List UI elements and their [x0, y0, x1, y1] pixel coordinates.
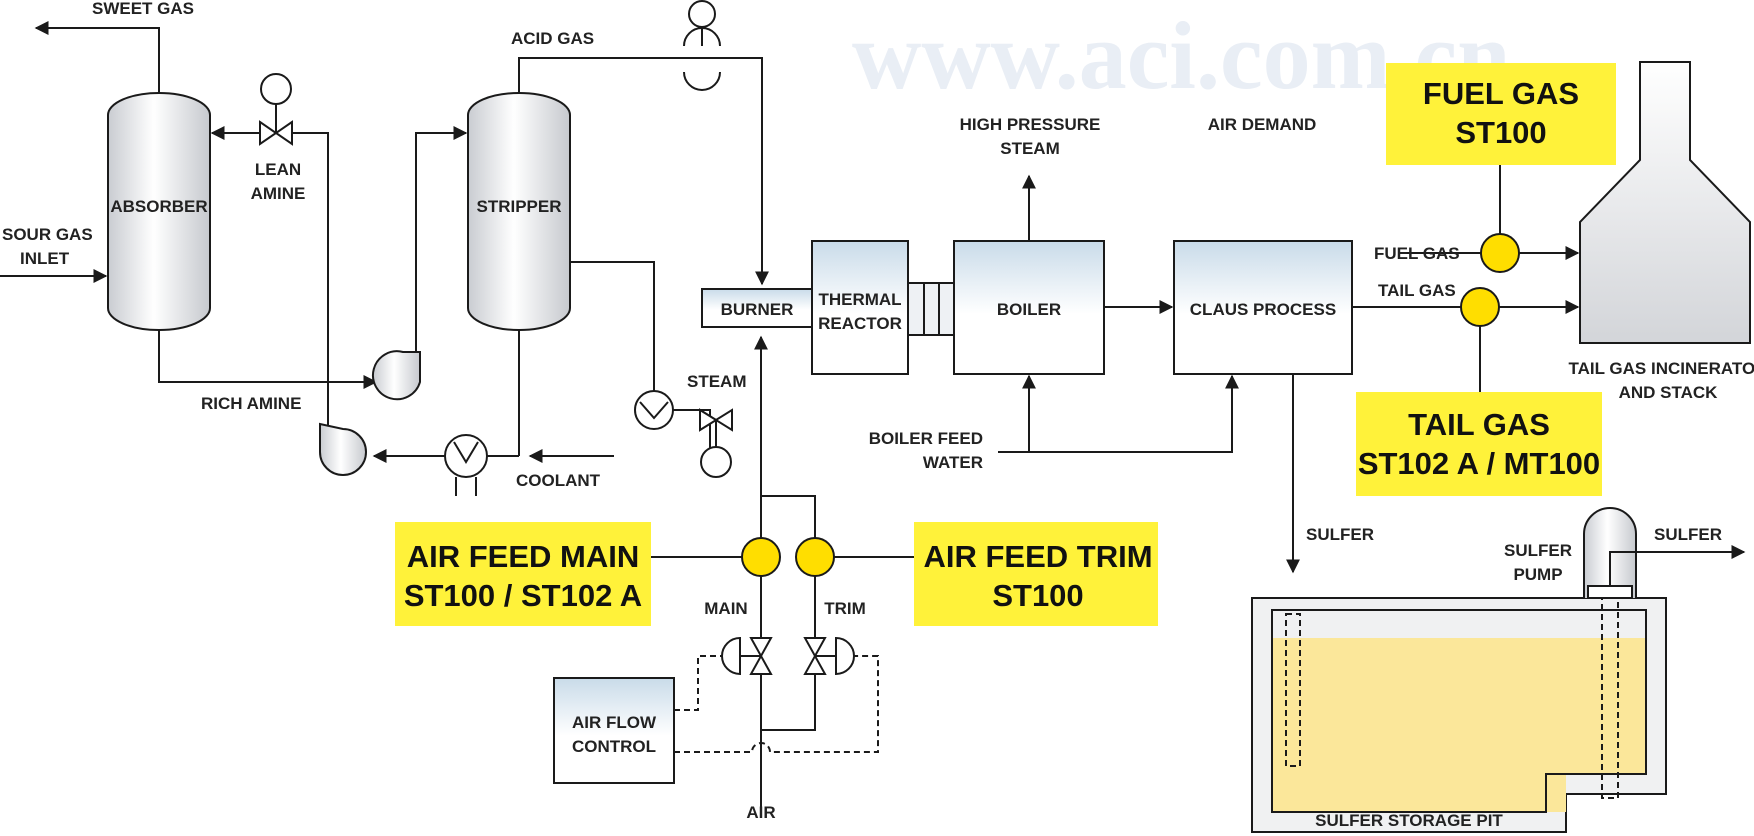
air-main-callout-line1: AIR FEED MAIN: [407, 539, 640, 574]
lean-amine-valve-icon: [259, 73, 293, 146]
bfw-label-1: BOILER FEED: [869, 429, 983, 448]
fuel-gas-callout[interactable]: FUEL GAS ST100: [1386, 63, 1616, 165]
rich-amine-line: [158, 330, 378, 389]
air-trim-callout-line2: ST100: [992, 578, 1083, 613]
tail-gas-label: TAIL GAS: [1378, 281, 1456, 300]
lean-amine-line-a: [292, 132, 329, 436]
lean-label-2: AMINE: [251, 184, 306, 203]
absorber-label: ABSORBER: [110, 197, 207, 216]
fuel-gas-label: FUEL GAS: [1374, 244, 1460, 263]
fuel-gas-sensor[interactable]: [1480, 233, 1520, 273]
reboiler-heat-exchanger-icon: [634, 390, 674, 430]
acid-gas-flow-element-icon: [683, 0, 721, 91]
fuel-gas-callout-line2: ST100: [1455, 115, 1546, 150]
tail-gas-callout-line1: TAIL GAS: [1408, 407, 1550, 442]
hp-steam-label-1: HIGH PRESSURE: [960, 115, 1101, 134]
claus-label: CLAUS PROCESS: [1190, 300, 1336, 319]
boiler-box: [953, 240, 1105, 375]
bfw-label-2: WATER: [923, 453, 983, 472]
control-signal-trim: [674, 655, 879, 753]
sulfer-label: SULFER: [1306, 525, 1374, 544]
air-flow-label-1: AIR FLOW: [572, 713, 657, 732]
sour-gas-label-2: INLET: [20, 249, 70, 268]
storage-pit-label: SULFER STORAGE PIT: [1315, 811, 1503, 830]
bfw-to-claus-line: [998, 374, 1239, 453]
air-flow-label-2: CONTROL: [572, 737, 656, 756]
air-label: AIR: [746, 803, 775, 822]
tail-gas-callout-line2: ST102 A / MT100: [1358, 446, 1600, 481]
air-demand-label: AIR DEMAND: [1208, 115, 1317, 134]
thermal-label-1: THERMAL: [818, 290, 901, 309]
steam-valve-icon: [699, 408, 733, 478]
steam-line: [673, 409, 711, 450]
reboiler-line: [570, 261, 655, 392]
sweet-gas-line: [34, 21, 160, 93]
main-label: MAIN: [704, 599, 747, 618]
lean-amine-pump-icon: [319, 422, 367, 476]
air-trim-callout-line1: AIR FEED TRIM: [923, 539, 1152, 574]
cooler-heat-exchanger-icon: [444, 434, 488, 496]
sour-gas-label-1: SOUR GAS: [2, 225, 93, 244]
thermal-label-2: REACTOR: [818, 314, 902, 333]
tail-gas-callout[interactable]: TAIL GAS ST102 A / MT100: [1356, 392, 1602, 496]
trim-label: TRIM: [824, 599, 866, 618]
tail-gas-sensor[interactable]: [1460, 287, 1500, 327]
air-feed-trim-callout[interactable]: AIR FEED TRIM ST100: [914, 522, 1158, 626]
air-trim-line: [761, 495, 816, 731]
steam-label: STEAM: [687, 372, 747, 391]
sulfer-dip-pipe: [1285, 613, 1301, 767]
sulfer-out-label: SULFER: [1654, 525, 1722, 544]
air-trim-sensor[interactable]: [795, 537, 835, 577]
sulfer-pump-label-1: SULFER: [1504, 541, 1572, 560]
incinerator-label-2: AND STACK: [1619, 383, 1719, 402]
acid-gas-line: [518, 57, 769, 286]
hp-steam-label-2: STEAM: [1000, 139, 1060, 158]
sulfer-storage-pit: [1251, 597, 1667, 833]
sulfer-out-line: [1609, 545, 1746, 586]
air-flow-control-box: [553, 677, 675, 784]
air-main-sensor[interactable]: [741, 537, 781, 577]
claus-process-box: [1173, 240, 1353, 375]
fuel-gas-callout-line1: FUEL GAS: [1423, 76, 1579, 111]
air-main-callout-line2: ST100 / ST102 A: [404, 578, 642, 613]
rich-amine-label: RICH AMINE: [201, 394, 301, 413]
main-control-valve-icon: [721, 636, 773, 676]
control-signal-main: [674, 655, 722, 711]
stripper-feed-line: [415, 126, 468, 352]
acid-gas-label: ACID GAS: [511, 29, 594, 48]
sweet-gas-label: SWEET GAS: [92, 0, 194, 18]
rich-amine-pump-icon: [371, 350, 421, 401]
thermal-reactor-box: [811, 240, 909, 375]
boiler-label: BOILER: [997, 300, 1061, 319]
trim-control-valve-icon: [803, 636, 855, 676]
air-feed-main-callout[interactable]: AIR FEED MAIN ST100 / ST102 A: [395, 522, 651, 626]
stripper-label: STRIPPER: [476, 197, 561, 216]
lean-label-1: LEAN: [255, 160, 301, 179]
coolant-label: COOLANT: [516, 471, 601, 490]
burner-label: BURNER: [721, 300, 794, 319]
sulfer-pump-label-2: PUMP: [1513, 565, 1562, 584]
tail-gas-incinerator-stack: [1579, 61, 1751, 344]
burner-box: [701, 288, 813, 328]
incinerator-label-1: TAIL GAS INCINERATOR: [1569, 359, 1754, 378]
reactor-boiler-connector: [907, 282, 955, 336]
